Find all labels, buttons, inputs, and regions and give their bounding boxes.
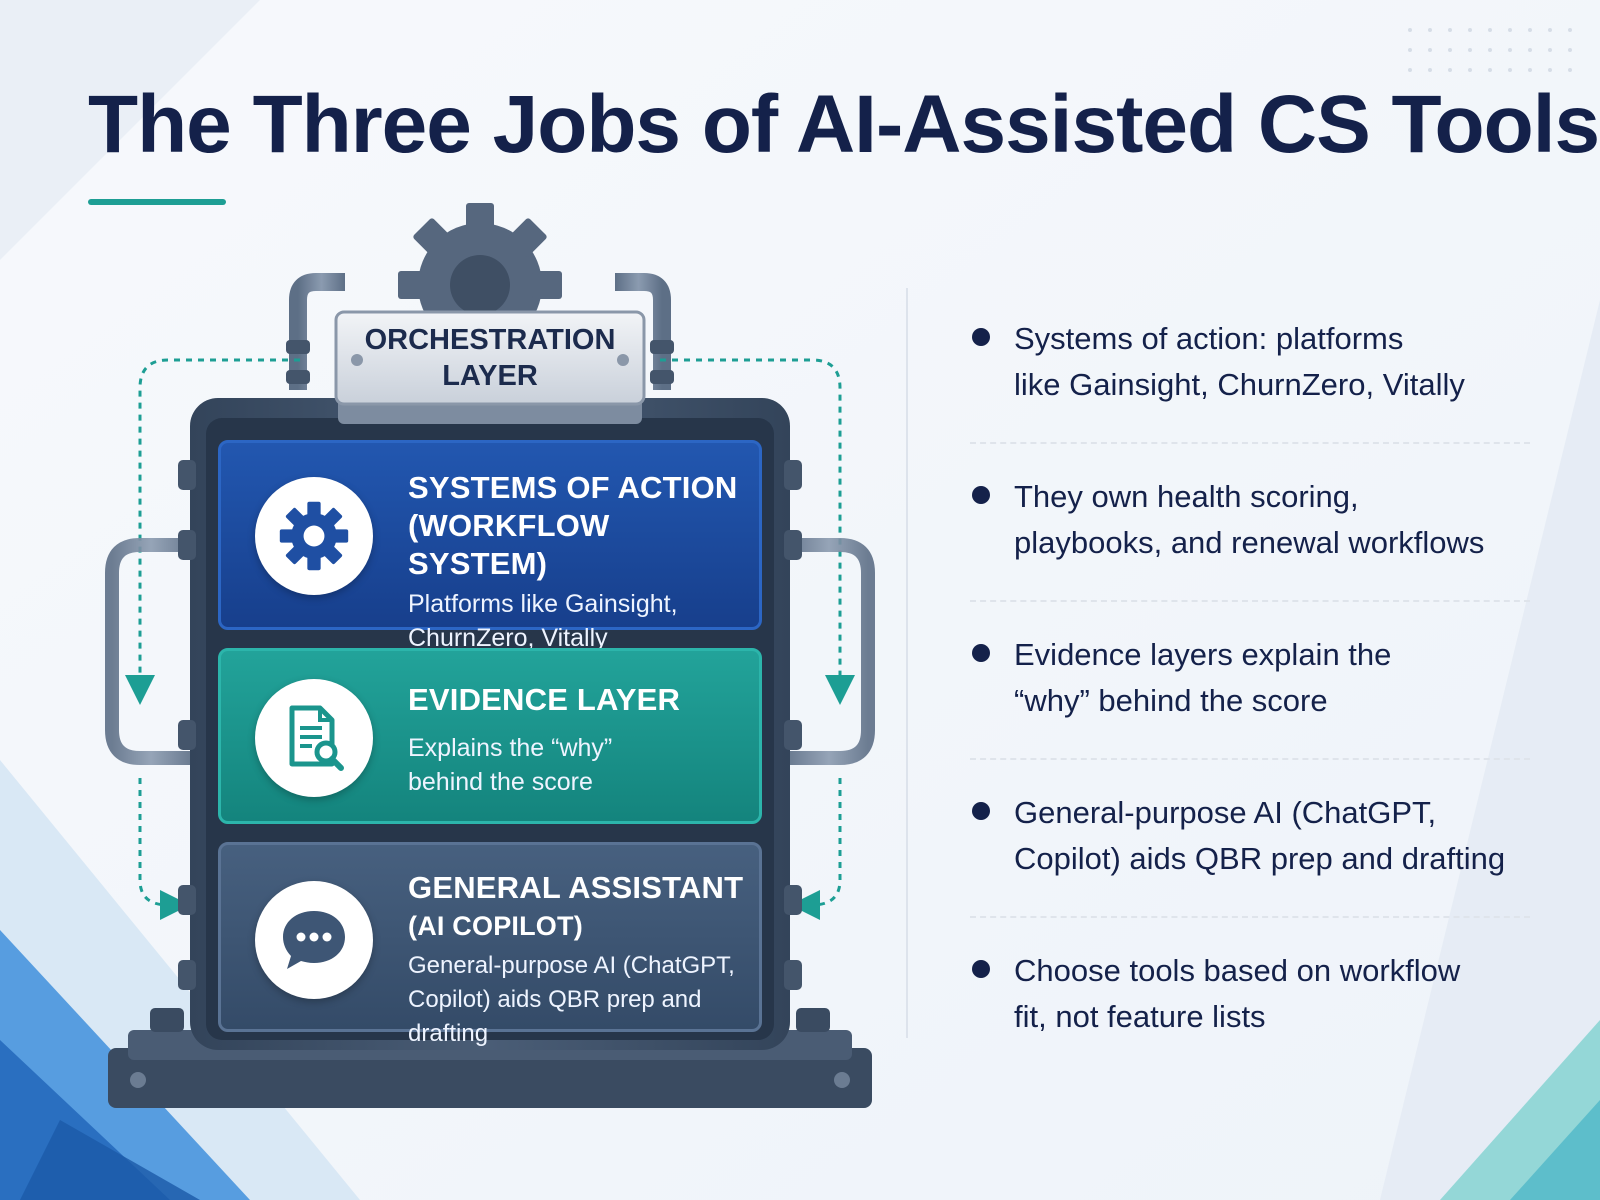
- bullet-text: General-purpose AI (ChatGPT, Copilot) ai…: [1014, 790, 1530, 882]
- panel-description-line: Platforms like Gainsight,: [408, 590, 678, 618]
- panel-description-line: behind the score: [408, 768, 593, 796]
- bullet-text: They own health scoring, playbooks, and …: [1014, 474, 1530, 566]
- general-assistant-panel: GENERAL ASSISTANT (AI COPILOT) General-p…: [218, 842, 762, 1047]
- bullet-text: Evidence layers explain the “why” behind…: [1014, 632, 1530, 724]
- panel-description-line: ChurnZero, Vitally: [408, 624, 608, 652]
- panel-description-line: General-purpose AI (ChatGPT,: [408, 952, 735, 979]
- vertical-divider: [906, 288, 908, 1038]
- bullet-line: playbooks, and renewal workflows: [1014, 525, 1485, 560]
- panel-title: SYSTEMS OF ACTION (WORKFLOW SYSTEM): [408, 469, 745, 583]
- bullet-line: Copilot) aids QBR prep and drafting: [1014, 841, 1506, 876]
- bullet-line: They own health scoring,: [1014, 479, 1359, 514]
- bullet-dot-icon: [972, 960, 990, 978]
- bullet-text: Systems of action: platforms like Gainsi…: [1014, 316, 1530, 408]
- panel-title: GENERAL ASSISTANT (AI COPILOT): [408, 869, 745, 945]
- orchestration-line-1: ORCHESTRATION: [364, 324, 616, 356]
- page-title: The Three Jobs of AI-Assisted CS Tools: [88, 79, 1600, 170]
- bullet-separator: [970, 916, 1530, 918]
- panel-description-line: Explains the “why”: [408, 734, 613, 762]
- bullet-line: Evidence layers explain the: [1014, 637, 1392, 672]
- bullet-line: General-purpose AI (ChatGPT,: [1014, 795, 1437, 830]
- systems-of-action-panel: SYSTEMS OF ACTION (WORKFLOW SYSTEM) Plat…: [218, 440, 762, 652]
- gear-icon: [255, 477, 373, 595]
- list-item: Choose tools based on workflow fit, not …: [970, 942, 1530, 1100]
- bullet-separator: [970, 758, 1530, 760]
- title-underline: [88, 199, 226, 205]
- list-item: Systems of action: platforms like Gainsi…: [970, 310, 1530, 468]
- panel-description: General-purpose AI (ChatGPT, Copilot) ai…: [408, 949, 745, 1051]
- panel-title-line: (WORKFLOW SYSTEM): [408, 508, 610, 581]
- bullet-list: Systems of action: platforms like Gainsi…: [970, 310, 1530, 1100]
- bullet-separator: [970, 600, 1530, 602]
- list-item: They own health scoring, playbooks, and …: [970, 468, 1530, 626]
- bullet-line: like Gainsight, ChurnZero, Vitally: [1014, 367, 1465, 402]
- panel-title-line: (AI COPILOT): [408, 911, 583, 941]
- list-item: General-purpose AI (ChatGPT, Copilot) ai…: [970, 784, 1530, 942]
- orchestration-line-2: LAYER: [442, 360, 538, 392]
- evidence-layer-panel: EVIDENCE LAYER Explains the “why” behind…: [218, 648, 762, 824]
- panel-title: EVIDENCE LAYER: [408, 681, 745, 719]
- bullet-line: fit, not feature lists: [1014, 999, 1266, 1034]
- orchestration-layer-label: ORCHESTRATION LAYER: [336, 312, 644, 404]
- bullet-line: Systems of action: platforms: [1014, 321, 1404, 356]
- panel-title-line: EVIDENCE LAYER: [408, 682, 681, 717]
- bullet-dot-icon: [972, 802, 990, 820]
- bullet-dot-icon: [972, 644, 990, 662]
- document-search-icon: [255, 679, 373, 797]
- bullet-line: Choose tools based on workflow: [1014, 953, 1461, 988]
- bullet-dot-icon: [972, 328, 990, 346]
- chat-bubble-icon: [255, 881, 373, 999]
- panel-description-line: Copilot) aids QBR prep and drafting: [408, 986, 702, 1047]
- bullet-dot-icon: [972, 486, 990, 504]
- panel-title-line: GENERAL ASSISTANT: [408, 870, 744, 905]
- bullet-separator: [970, 442, 1530, 444]
- panel-description: Platforms like Gainsight, ChurnZero, Vit…: [408, 587, 745, 655]
- panel-title-line: SYSTEMS OF ACTION: [408, 470, 738, 505]
- bullet-text: Choose tools based on workflow fit, not …: [1014, 948, 1530, 1040]
- bullet-line: “why” behind the score: [1014, 683, 1328, 718]
- panel-description: Explains the “why” behind the score: [408, 731, 745, 799]
- list-item: Evidence layers explain the “why” behind…: [970, 626, 1530, 784]
